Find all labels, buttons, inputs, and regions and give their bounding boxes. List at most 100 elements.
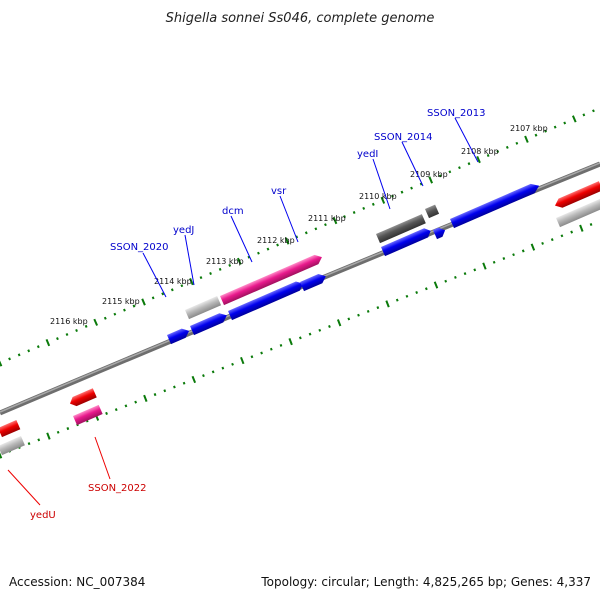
upper-ruler-minor-tick [458,166,461,170]
gene-arrow-blue-a[interactable] [381,226,433,257]
leader-line-sson-2013 [454,117,479,163]
upper-ruler-minor-tick [534,133,538,137]
gene-arrow-blue-c[interactable] [300,272,328,292]
upper-ruler-minor-tick [180,284,184,288]
upper-ruler-minor-tick [438,174,442,178]
leader-line-sson-2014 [401,141,424,187]
lower-ruler-minor-tick [444,279,448,283]
upper-ruler-minor-tick [84,324,88,328]
lower-ruler-major-tick [288,338,293,346]
upper-ruler-minor-tick [170,288,174,292]
gene-block-yedi[interactable] [376,214,426,244]
lower-ruler-minor-tick [124,404,128,408]
lower-ruler-major-tick [433,281,439,289]
upper-ruler-minor-tick [266,247,270,251]
lower-ruler-minor-tick [27,442,31,446]
lower-ruler-minor-tick [105,411,108,415]
gene-label-vsr[interactable]: vsr [271,186,287,197]
leader-line-dcm [230,215,253,263]
lower-ruler-major-tick [46,432,51,440]
lower-ruler-minor-tick [279,343,283,347]
upper-ruler-major-tick [284,237,290,245]
gene-arrow-sson-2013[interactable] [450,181,541,229]
kbp-label-2108: 2108 kbp [461,147,499,156]
upper-ruler-major-tick [0,360,3,367]
lower-ruler-minor-tick [570,230,574,234]
lower-ruler-minor-tick [221,366,225,370]
lower-ruler-minor-tick [173,385,176,389]
gene-arrow-red-yedu[interactable] [0,420,21,438]
upper-ruler-major-tick [93,318,99,326]
gene-arrow-blue-e[interactable] [167,326,191,345]
gene-label-sson-2020[interactable]: SSON_2020 [110,242,169,253]
upper-ruler-minor-tick [209,272,212,275]
upper-ruler-minor-tick [17,353,21,357]
gene-label-yedi[interactable]: yedI [357,149,378,160]
upper-gene-labels: SSON_2013 SSON_2014 yedI vsr dcm yedJ SS… [110,108,486,298]
gene-arrow-red-right[interactable] [553,181,600,210]
gene-arrow-blue-d[interactable] [190,311,229,336]
gene-arrow-blue-b[interactable] [228,279,305,321]
gene-block-pseudo-2020[interactable] [185,296,222,320]
map-title: Shigella sonnei Ss046, complete genome [166,11,435,26]
gene-label-yedu[interactable]: yedU [30,510,56,521]
gene-block-grey-right[interactable] [556,198,600,228]
upper-ruler-major-tick [571,115,577,123]
kbp-label-2116: 2116 kbp [50,317,88,326]
upper-ruler-major-tick [141,298,146,306]
lower-ruler-minor-tick [347,317,351,321]
lower-ruler-minor-tick [550,238,554,242]
gene-arrow-vsr-dcm[interactable] [220,253,324,306]
upper-ruler-minor-tick [123,308,126,312]
lower-ruler-minor-tick [182,381,186,385]
upper-ruler-minor-tick [467,162,471,166]
gene-arrow-blue-small[interactable] [433,226,447,240]
gene-label-sson-2022[interactable]: SSON_2022 [88,483,147,494]
upper-ruler-minor-tick [27,349,31,353]
gene-label-sson-2013[interactable]: SSON_2013 [427,108,486,119]
upper-ruler-minor-tick [132,304,136,308]
upper-ruler-minor-tick [343,215,346,219]
upper-ruler-minor-tick [314,227,318,231]
upper-ruler-minor-tick [400,190,404,194]
gene-block-sson-2022[interactable] [73,404,103,426]
leader-line-yedj [184,234,195,286]
upper-ruler-minor-tick [161,292,165,296]
lower-ruler-minor-tick [560,234,564,238]
lower-ruler-minor-tick [512,253,515,257]
kbp-label-2112: 2112 kbp [257,236,295,245]
gene-label-dcm[interactable]: dcm [222,206,244,217]
upper-ruler-minor-tick [448,170,452,174]
lower-ruler-minor-tick [541,241,544,245]
lower-ruler-major-tick [143,394,148,402]
kbp-label-2110: 2110 kbp [359,192,397,201]
lower-ruler-minor-tick [231,362,234,366]
lower-ruler-minor-tick [260,351,263,355]
upper-ruler-minor-tick [496,149,500,154]
upper-ruler-minor-tick [113,312,117,316]
upper-ruler-minor-tick [544,129,547,133]
gene-label-yedj[interactable]: yedJ [173,225,194,236]
accession-text: Accession: NC_007384 [9,575,145,589]
kbp-label-2107: 2107 kbp [510,124,548,133]
lower-ruler-minor-tick [269,347,273,351]
upper-ruler-minor-tick [362,206,366,210]
upper-ruler-minor-tick [592,109,595,113]
lower-ruler-minor-tick [298,336,302,340]
kbp-label-2113: 2113 kbp [206,257,244,266]
leader-line-vsr [279,195,299,243]
gene-block-grey-left[interactable] [0,436,25,456]
upper-ruler-minor-tick [247,255,251,259]
lower-ruler-major-tick [530,243,536,251]
gene-label-sson-2014[interactable]: SSON_2014 [374,132,433,143]
gene-block-sson-2014[interactable] [425,204,440,219]
gene-arrow-red-left[interactable] [68,388,97,408]
lower-ruler-minor-tick [37,438,41,442]
lower-ruler-minor-tick [454,275,457,279]
lower-ruler-major-tick [240,356,245,365]
lower-ruler-minor-tick [202,374,205,378]
leader-line-sson-2020 [142,252,167,298]
lower-ruler-minor-tick [56,430,60,434]
lower-ruler-minor-tick [211,370,215,374]
